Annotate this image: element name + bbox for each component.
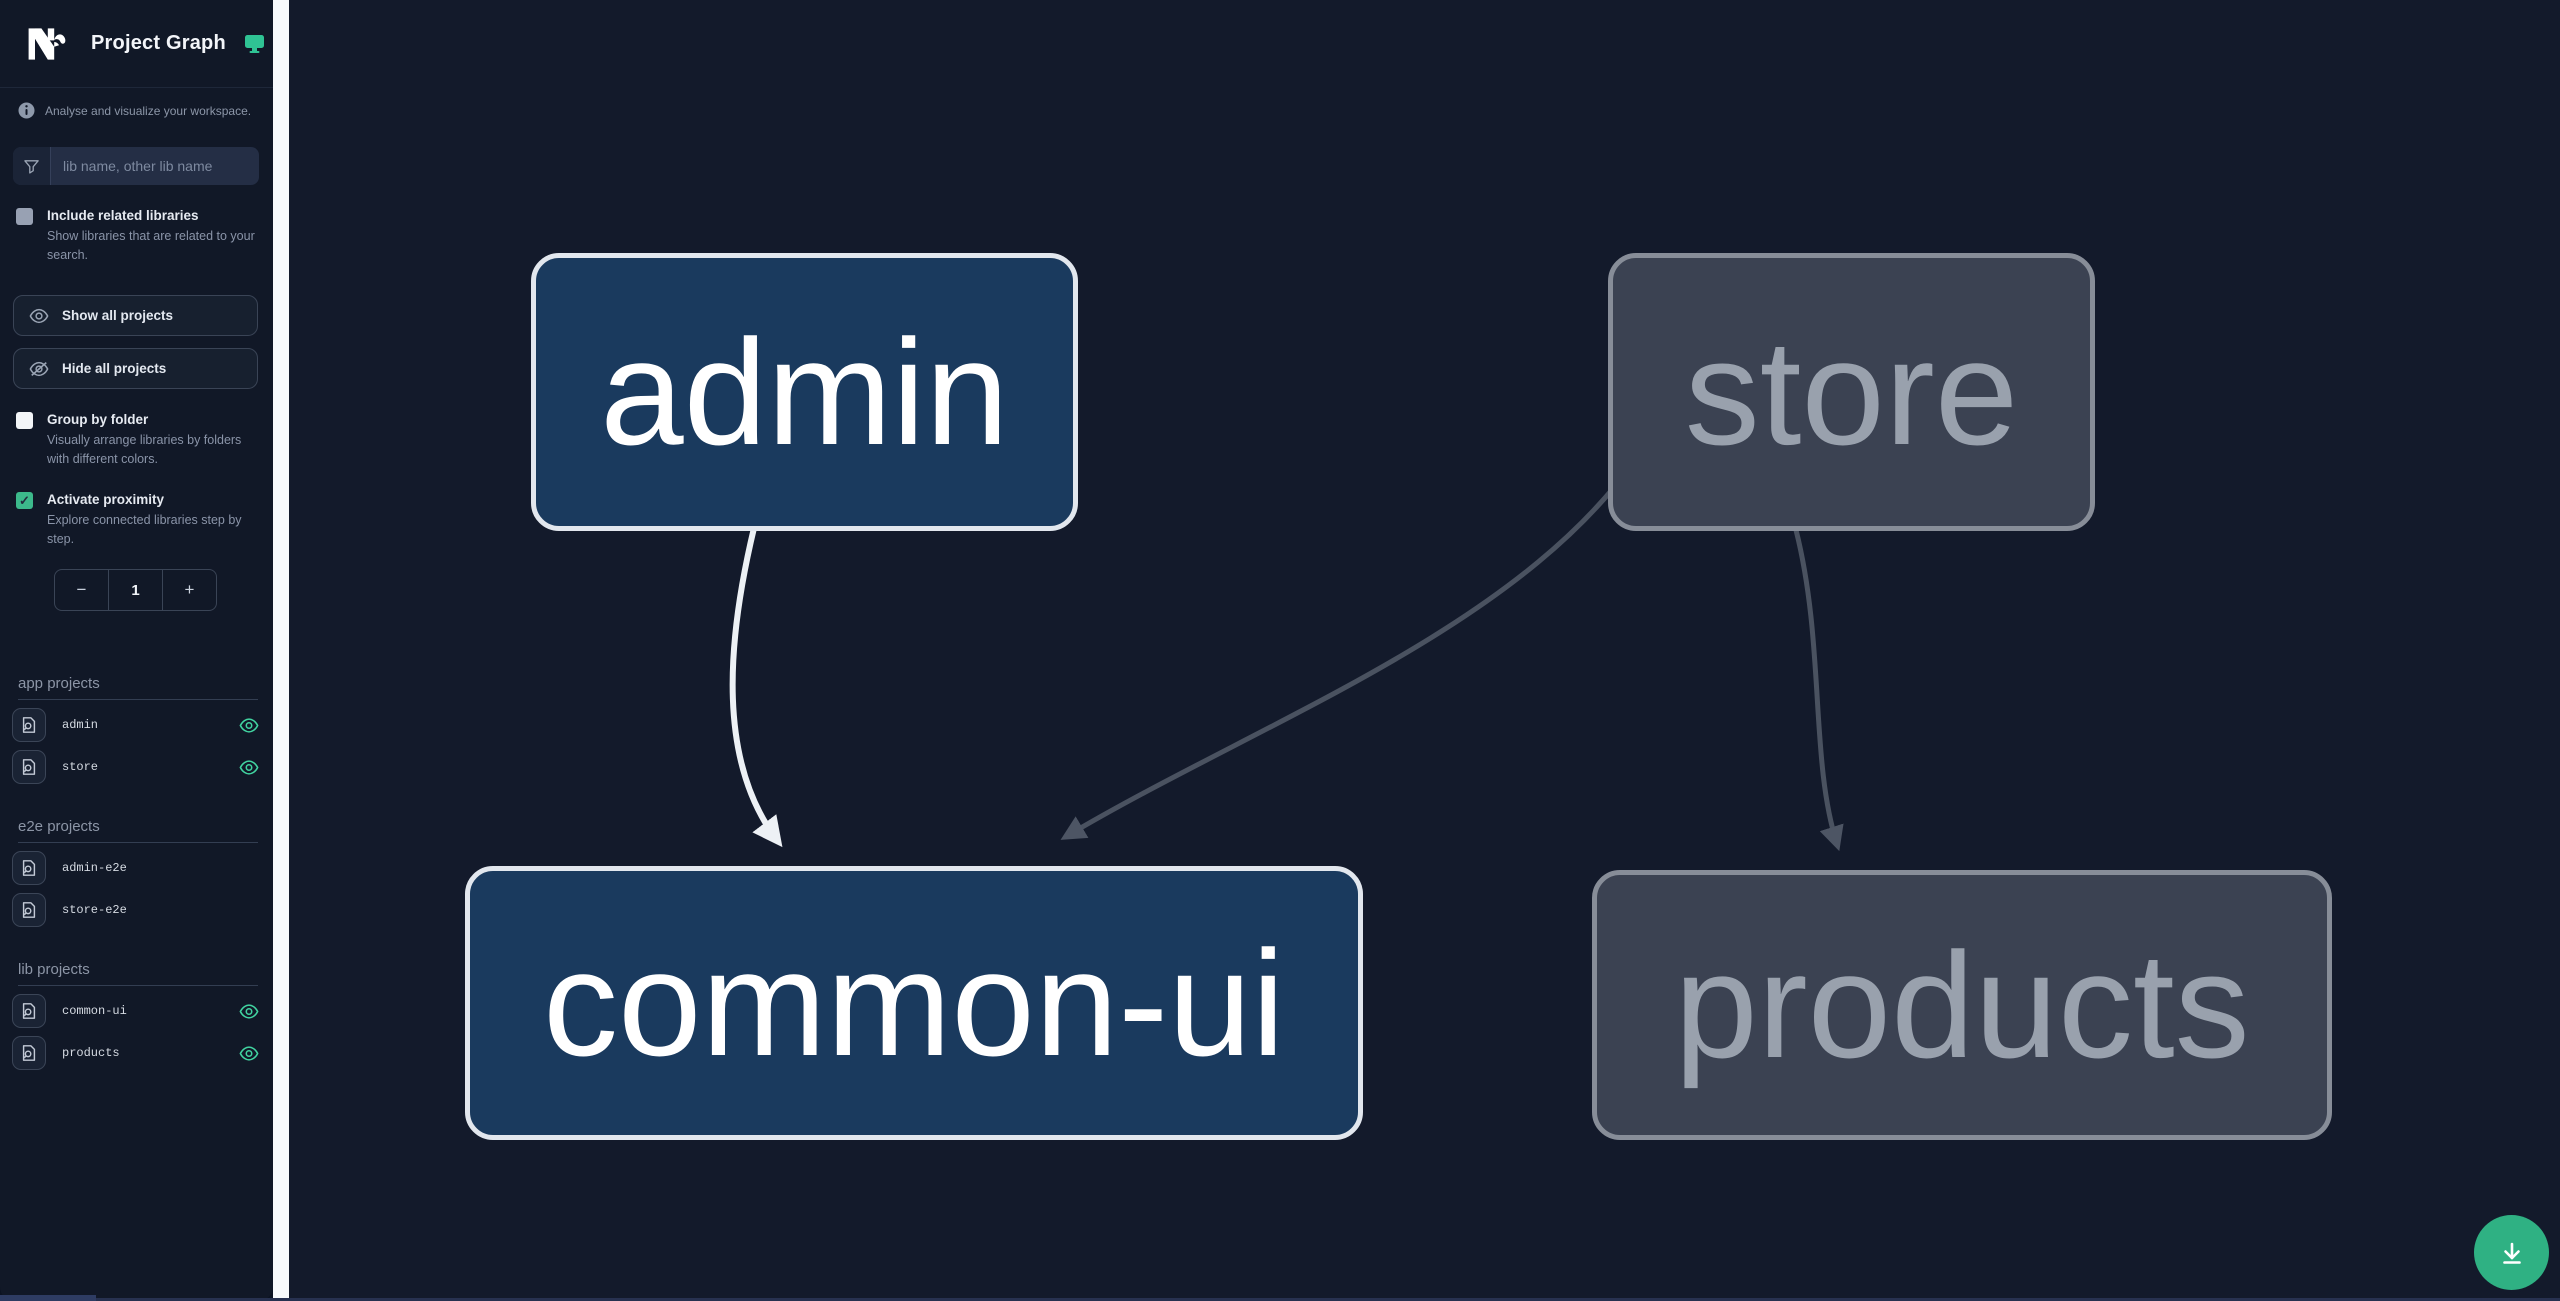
proximity-increment-button[interactable]: + bbox=[163, 570, 216, 610]
project-row-store: store bbox=[12, 750, 265, 784]
node-label: products bbox=[1674, 920, 2250, 1089]
include-related-checkbox[interactable] bbox=[16, 208, 33, 225]
project-row-products: products bbox=[12, 1036, 265, 1070]
project-name: admin bbox=[62, 718, 99, 732]
focus-project-button[interactable] bbox=[12, 851, 46, 885]
focus-project-button[interactable] bbox=[12, 750, 46, 784]
section-title-lib-projects: lib projects bbox=[18, 961, 258, 986]
activate-proximity-label[interactable]: Activate proximity bbox=[47, 492, 165, 507]
include-related-row: Include related libraries Show libraries… bbox=[16, 207, 257, 265]
toggle-visibility-eye-button[interactable] bbox=[239, 1045, 259, 1061]
project-row-store-e2e: store-e2e bbox=[12, 893, 265, 927]
workspace-tagline: Analyse and visualize your workspace. bbox=[18, 102, 255, 119]
include-related-label[interactable]: Include related libraries bbox=[47, 208, 199, 223]
activate-proximity-checkbox[interactable]: ✓ bbox=[16, 492, 33, 509]
monitor-icon bbox=[244, 34, 264, 53]
document-magnifier-icon bbox=[22, 717, 36, 733]
toggle-visibility-eye-button[interactable] bbox=[239, 759, 259, 775]
focus-project-button[interactable] bbox=[12, 994, 46, 1028]
app-title: Project Graph bbox=[91, 32, 226, 54]
document-magnifier-icon bbox=[22, 1003, 36, 1019]
proximity-stepper: − 1 + bbox=[54, 569, 217, 611]
focus-project-button[interactable] bbox=[12, 708, 46, 742]
graph-node-common-ui[interactable]: common-ui bbox=[465, 866, 1363, 1140]
project-name: store bbox=[62, 760, 99, 774]
graph-node-admin[interactable]: admin bbox=[531, 253, 1078, 531]
eye-icon bbox=[239, 717, 259, 733]
focus-project-button[interactable] bbox=[12, 1036, 46, 1070]
proximity-value: 1 bbox=[108, 570, 163, 610]
section-title-e2e-projects: e2e projects bbox=[18, 818, 258, 843]
edge-store-to-common-ui bbox=[1060, 483, 1618, 840]
eye-icon bbox=[239, 1003, 259, 1019]
funnel-icon bbox=[24, 159, 39, 174]
filter-input[interactable] bbox=[51, 147, 259, 185]
project-row-common-ui: common-ui bbox=[12, 994, 265, 1028]
group-by-folder-description: Visually arrange libraries by folders wi… bbox=[47, 433, 242, 466]
info-icon bbox=[18, 102, 35, 119]
horizontal-scrollbar-thumb[interactable] bbox=[0, 1295, 96, 1301]
group-by-folder-checkbox[interactable] bbox=[16, 412, 33, 429]
bottom-divider-line bbox=[0, 1298, 2560, 1301]
sidebar: Project Graph Analyse and visualize your… bbox=[0, 0, 273, 1301]
document-magnifier-icon bbox=[22, 902, 36, 918]
group-by-folder-row: Group by folder Visually arrange librari… bbox=[16, 411, 257, 469]
theme-toggle-button[interactable] bbox=[244, 34, 265, 54]
project-name: common-ui bbox=[62, 1004, 127, 1018]
filter-box bbox=[13, 147, 259, 185]
document-magnifier-icon bbox=[22, 860, 36, 876]
eye-icon bbox=[239, 759, 259, 775]
graph-node-store[interactable]: store bbox=[1608, 253, 2095, 531]
edge-store-to-products bbox=[1793, 529, 1844, 852]
graph-edges bbox=[729, 483, 1844, 852]
include-related-description: Show libraries that are related to your … bbox=[47, 229, 255, 262]
sidebar-resize-handle[interactable] bbox=[273, 0, 289, 1301]
download-image-button[interactable] bbox=[2474, 1215, 2549, 1290]
node-label: admin bbox=[600, 307, 1009, 476]
section-title-app-projects: app projects bbox=[18, 675, 258, 700]
nx-logo-icon bbox=[28, 27, 66, 60]
project-name: products bbox=[62, 1046, 120, 1060]
edge-admin-to-common-ui bbox=[729, 527, 783, 848]
node-label: common-ui bbox=[543, 918, 1285, 1087]
check-icon: ✓ bbox=[19, 492, 30, 508]
project-name: store-e2e bbox=[62, 903, 127, 917]
focus-project-button[interactable] bbox=[12, 893, 46, 927]
toggle-visibility-eye-button[interactable] bbox=[239, 1003, 259, 1019]
graph-node-products[interactable]: products bbox=[1592, 870, 2332, 1140]
eye-icon bbox=[239, 1045, 259, 1061]
project-row-admin: admin bbox=[12, 708, 265, 742]
activate-proximity-description: Explore connected libraries step by step… bbox=[47, 513, 242, 546]
hide-all-projects-button[interactable]: Hide all projects bbox=[13, 348, 258, 389]
eye-icon bbox=[29, 308, 49, 323]
graph-canvas[interactable]: admin store common-ui products bbox=[289, 0, 2560, 1301]
node-label: store bbox=[1684, 307, 2019, 476]
toggle-visibility-eye-button[interactable] bbox=[239, 717, 259, 733]
show-all-projects-button[interactable]: Show all projects bbox=[13, 295, 258, 336]
proximity-decrement-button[interactable]: − bbox=[55, 570, 108, 610]
activate-proximity-row: ✓ Activate proximity Explore connected l… bbox=[16, 491, 257, 549]
project-name: admin-e2e bbox=[62, 861, 127, 875]
sidebar-header: Project Graph bbox=[0, 0, 273, 88]
eye-off-icon bbox=[29, 361, 49, 376]
group-by-folder-label[interactable]: Group by folder bbox=[47, 412, 149, 427]
document-magnifier-icon bbox=[22, 1045, 36, 1061]
download-icon bbox=[2502, 1242, 2521, 1264]
project-row-admin-e2e: admin-e2e bbox=[12, 851, 265, 885]
document-magnifier-icon bbox=[22, 759, 36, 775]
